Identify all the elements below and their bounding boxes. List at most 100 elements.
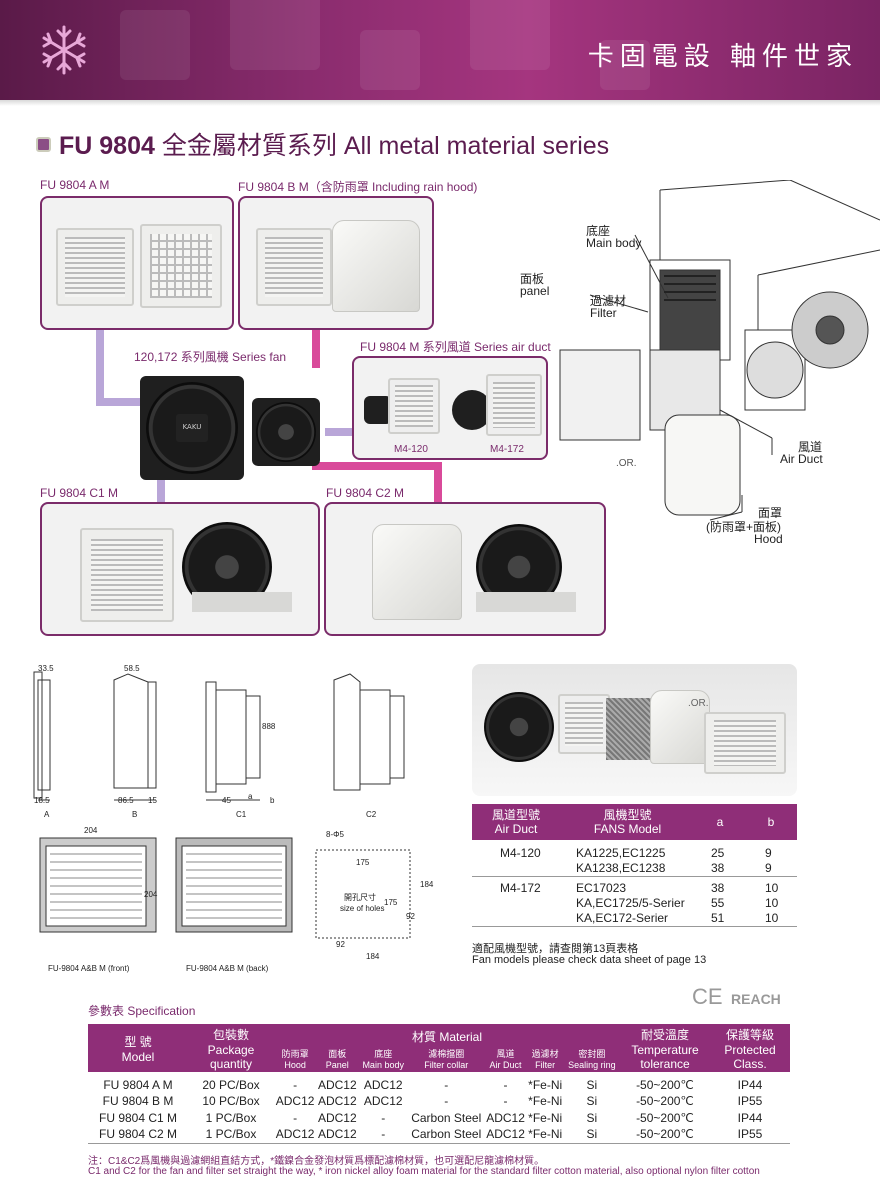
product-label-bm: FU 9804 B M（含防雨罩 Including rain hood) [238,180,478,194]
connector-line [312,328,320,368]
air-duct-label-zh: 風道 [798,440,823,454]
exploded-diagram [559,180,880,521]
fan-image [452,390,492,430]
dim-888: 888 [262,722,276,731]
dim-15: 15 [148,796,157,805]
m4-172-label: M4-172 [490,444,524,455]
dim-18-5: 18.5 [34,796,50,805]
ce-mark: CE [692,984,723,1009]
dim-w184: 184 [366,952,380,961]
bullet-icon [36,137,51,152]
a-header: a [695,804,745,840]
dim-a: a [248,792,253,801]
hood-image [372,524,462,620]
fan-image [484,692,554,762]
dim-w175: 175 [356,858,370,867]
dim-h204: 204 [144,890,158,899]
snowflake-icon [42,25,86,75]
banner-title: 卡固電設 軸件世家 [587,42,858,72]
connector-line [325,428,353,436]
drawing-caption-c1: C1 [236,810,247,819]
banner-decor [230,0,320,70]
section-title: FU 9804 全金屬材質系列 All metal material serie… [36,126,609,162]
material-header: 材質 Material [411,1030,483,1044]
duct-base [476,592,576,612]
photo-m-series: M4-120 M4-172 [352,356,548,460]
assembly-photo: .OR. [472,664,797,796]
grille-image [256,228,332,306]
dim-58-5: 58.5 [124,664,140,673]
filter-image [140,224,222,308]
drawing-caption-a: A [44,810,50,819]
hood-label-en: Hood [754,532,783,546]
duct-base [192,592,292,612]
banner-decor [360,30,420,90]
banner-decor [600,40,650,90]
dim-86-5: 86.5 [118,796,134,805]
or-label: .OR. [688,698,709,709]
filter-label-en: Filter [590,306,617,320]
spec-note-en: C1 and C2 for the fan and filter set str… [88,1166,760,1177]
connector-line [96,398,140,406]
grille-image [80,528,174,622]
section-title-zh: 全金屬材質系列 [161,132,337,160]
filter-image [606,698,656,760]
m-series-label: FU 9804 M 系列風道 Series air duct [360,340,551,354]
dim-b: b [270,796,275,805]
header-banner: 卡固電設 軸件世家 [0,0,880,100]
dim-h92: 92 [406,912,415,921]
product-label-c2m: FU 9804 C2 M [326,486,405,500]
dim-w204: 204 [84,826,98,835]
hood-image [650,690,710,764]
spec-note-zh: 注：C1&C2爲風機與過濾網組直結方式，*鐵鎳合金發泡材質爲標配濾棉材質，也可選… [88,1156,545,1167]
back-caption: FU-9804 A&B M (back) [186,964,269,973]
fan-brand: KAKU [176,414,208,442]
dim-h184: 184 [420,880,434,889]
photo-c1m [40,502,320,636]
hole-size-zh: 開孔尺寸 [344,893,376,902]
hood-label-sub: (防雨罩+面板) [706,520,782,534]
fan-series-label: 120,172 系列風機 Series fan [134,350,287,364]
connector-line [312,462,442,470]
m4-120-label: M4-120 [394,444,428,455]
photo-bm [238,196,434,330]
connector-line [96,328,104,406]
banner-decor [470,0,550,70]
duct-image [388,378,440,434]
main-body-label-en: Main body [586,236,642,250]
panel-label-zh: 面板 [520,272,545,286]
air-duct-label-en: Air Duct [780,452,823,466]
fan-image [364,396,392,424]
duct-image [486,374,542,436]
main-body-label-zh: 底座 [586,224,611,238]
drawing-caption-c2: C2 [366,810,377,819]
or-label: .OR. [616,458,637,469]
drawing-caption-b: B [132,810,138,819]
fan-photo-small [252,398,320,466]
hood-image [332,220,420,312]
dim-w92: 92 [336,940,345,949]
product-label-c1m: FU 9804 C1 M [40,486,119,500]
product-label-am: FU 9804 A M [40,178,110,192]
grille-image [56,228,134,306]
panel-label-en: panel [520,284,550,298]
header-divider [0,100,880,106]
grille-image [704,712,786,774]
